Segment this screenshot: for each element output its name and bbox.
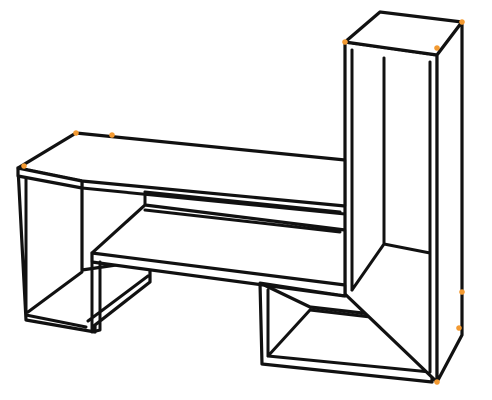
top-shelf bbox=[16, 131, 347, 216]
corner-marker-1 bbox=[21, 163, 27, 169]
corner-marker-5 bbox=[459, 19, 465, 25]
top-shelf-inner-line bbox=[143, 190, 342, 214]
top-shelf-under-line bbox=[80, 186, 347, 216]
middle-shelf bbox=[90, 203, 347, 334]
corner-marker-2 bbox=[73, 130, 79, 136]
corner-marker-7 bbox=[459, 289, 465, 295]
corner-markers bbox=[21, 19, 465, 385]
middle-shelf-back-line bbox=[143, 208, 342, 234]
left-cube-inner-back bbox=[26, 179, 84, 314]
tall-tower bbox=[343, 10, 464, 384]
corner-marker-3 bbox=[109, 132, 115, 138]
middle-shelf-under bbox=[258, 281, 347, 298]
corner-marker-9 bbox=[434, 379, 440, 385]
left-cube-inner-left bbox=[24, 174, 88, 329]
left-cube-inner-bottom bbox=[86, 274, 150, 323]
tower-diagonal bbox=[350, 242, 386, 292]
corner-marker-6 bbox=[434, 45, 440, 51]
left-cube bbox=[16, 166, 152, 334]
tower-side bbox=[435, 20, 464, 384]
corner-marker-8 bbox=[456, 325, 462, 331]
middle-shelf-left-post bbox=[90, 251, 102, 334]
corner-marker-4 bbox=[342, 39, 348, 45]
